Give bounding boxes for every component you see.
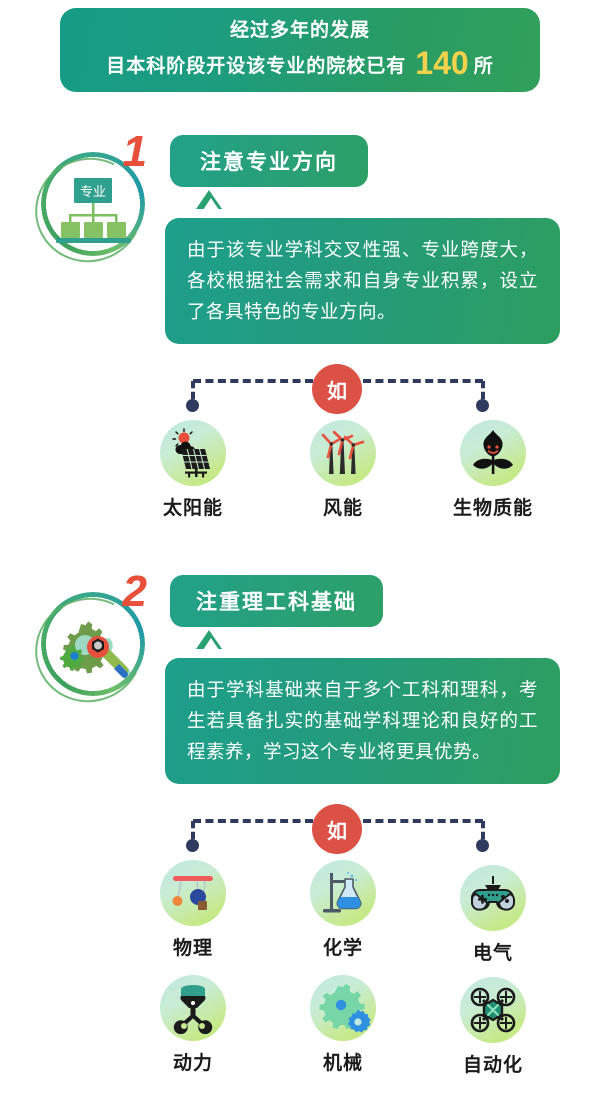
section-2-connector: 如 xyxy=(0,798,600,860)
section-2-notch-cut xyxy=(203,638,219,650)
wind-turbine-icon xyxy=(310,420,376,486)
section-1-connector: 如 xyxy=(0,358,600,420)
example-label-chemistry: 化学 xyxy=(322,938,363,959)
section-1-title-pill: 注意专业方向 xyxy=(170,135,368,187)
example-label-electrical: 电气 xyxy=(472,943,513,964)
connector-line-left-vertical xyxy=(191,381,195,399)
connector-dot-right xyxy=(476,839,489,852)
connector-line-right-vertical xyxy=(481,821,485,839)
connector-line-right xyxy=(363,379,483,383)
example-item-wind[interactable]: 风能 xyxy=(268,420,418,520)
connector-dot-right xyxy=(476,399,489,412)
gears-icon xyxy=(310,975,376,1041)
header-banner: 经过多年的发展 目本科阶段开设该专业的院校已有 140 所 xyxy=(60,8,540,92)
banner-highlight-number: 140 xyxy=(415,45,469,81)
example-item-biomass[interactable]: 生物质能 xyxy=(418,420,568,520)
example-label-power: 动力 xyxy=(172,1053,213,1074)
section-1-number: 1 xyxy=(122,127,147,176)
example-label-biomass: 生物质能 xyxy=(452,498,533,519)
example-label-automation: 自动化 xyxy=(462,1055,523,1076)
connector-line-left xyxy=(193,379,313,383)
section-2-title-pill: 注重理工科基础 xyxy=(170,575,383,627)
example-item-electrical[interactable]: 电气 xyxy=(418,865,568,965)
badge-label-text: 专业 xyxy=(80,184,106,199)
example-label-solar: 太阳能 xyxy=(162,498,223,519)
banner-line-2-prefix: 目本科阶段开设该专业的院校已有 xyxy=(106,56,407,77)
example-item-chemistry[interactable]: 化学 xyxy=(268,860,418,960)
connector-line-left xyxy=(193,819,313,823)
section-2-example-row-1: 物理 化学 xyxy=(118,860,600,964)
banner-line-1: 经过多年的发展 xyxy=(229,20,370,41)
pendulum-icon xyxy=(160,860,226,926)
connector-line-left-vertical xyxy=(191,821,195,839)
section-1-notch-cut xyxy=(203,198,219,210)
section-1-title: 注意专业方向 xyxy=(200,151,338,174)
connector-badge-label: 如 xyxy=(327,380,347,403)
example-item-solar[interactable]: 太阳能 xyxy=(118,420,268,520)
example-item-automation[interactable]: 自动化 xyxy=(418,977,568,1077)
section-2-badge: 2 xyxy=(21,570,157,717)
solar-panel-icon xyxy=(160,420,226,486)
example-item-mechanical[interactable]: 机械 xyxy=(268,975,418,1075)
piston-icon xyxy=(160,975,226,1041)
section-2-body-text: 由于学科基础来自于多个工科和理科，考生若具备扎实的基础学科理论和良好的工程素养，… xyxy=(187,679,538,762)
section-2-body-box: 由于学科基础来自于多个工科和理科，考生若具备扎实的基础学科理论和良好的工程素养，… xyxy=(165,658,560,784)
section-1-body-box: 由于该专业学科交叉性强、专业跨度大，各校根据社会需求和自身专业积累，设立了各具特… xyxy=(165,218,560,344)
org-chart-icon: 专业 xyxy=(41,152,145,256)
example-label-wind: 风能 xyxy=(322,498,363,519)
example-label-mechanical: 机械 xyxy=(322,1053,363,1074)
connector-line-right-vertical xyxy=(481,381,485,399)
banner-unit: 所 xyxy=(473,56,494,77)
example-item-power[interactable]: 动力 xyxy=(118,975,268,1075)
wrench-gear-icon xyxy=(41,592,145,696)
example-label-physics: 物理 xyxy=(172,938,213,959)
gamepad-icon xyxy=(460,865,526,931)
flask-icon xyxy=(310,860,376,926)
section-1-badge: 专业 1 xyxy=(21,130,157,277)
banner-line-2: 目本科阶段开设该专业的院校已有 140 所 xyxy=(106,46,493,82)
connector-line-right xyxy=(363,819,483,823)
drone-icon xyxy=(460,977,526,1043)
section-2-number: 2 xyxy=(122,567,147,616)
section-1-body-text: 由于该专业学科交叉性强、专业跨度大，各校根据社会需求和自身专业积累，设立了各具特… xyxy=(187,239,538,322)
section-2-title: 注重理工科基础 xyxy=(196,591,357,614)
example-item-physics[interactable]: 物理 xyxy=(118,860,268,960)
section-1-example-row: 太阳能 xyxy=(118,420,600,520)
section-2-example-row-2: 动力 机械 xyxy=(118,975,600,1077)
connector-badge-ru: 如 xyxy=(312,804,362,854)
connector-badge-label: 如 xyxy=(327,820,347,843)
connector-dot-left xyxy=(186,839,199,852)
connector-dot-left xyxy=(186,399,199,412)
biomass-flower-icon xyxy=(460,420,526,486)
connector-badge-ru: 如 xyxy=(312,364,362,414)
